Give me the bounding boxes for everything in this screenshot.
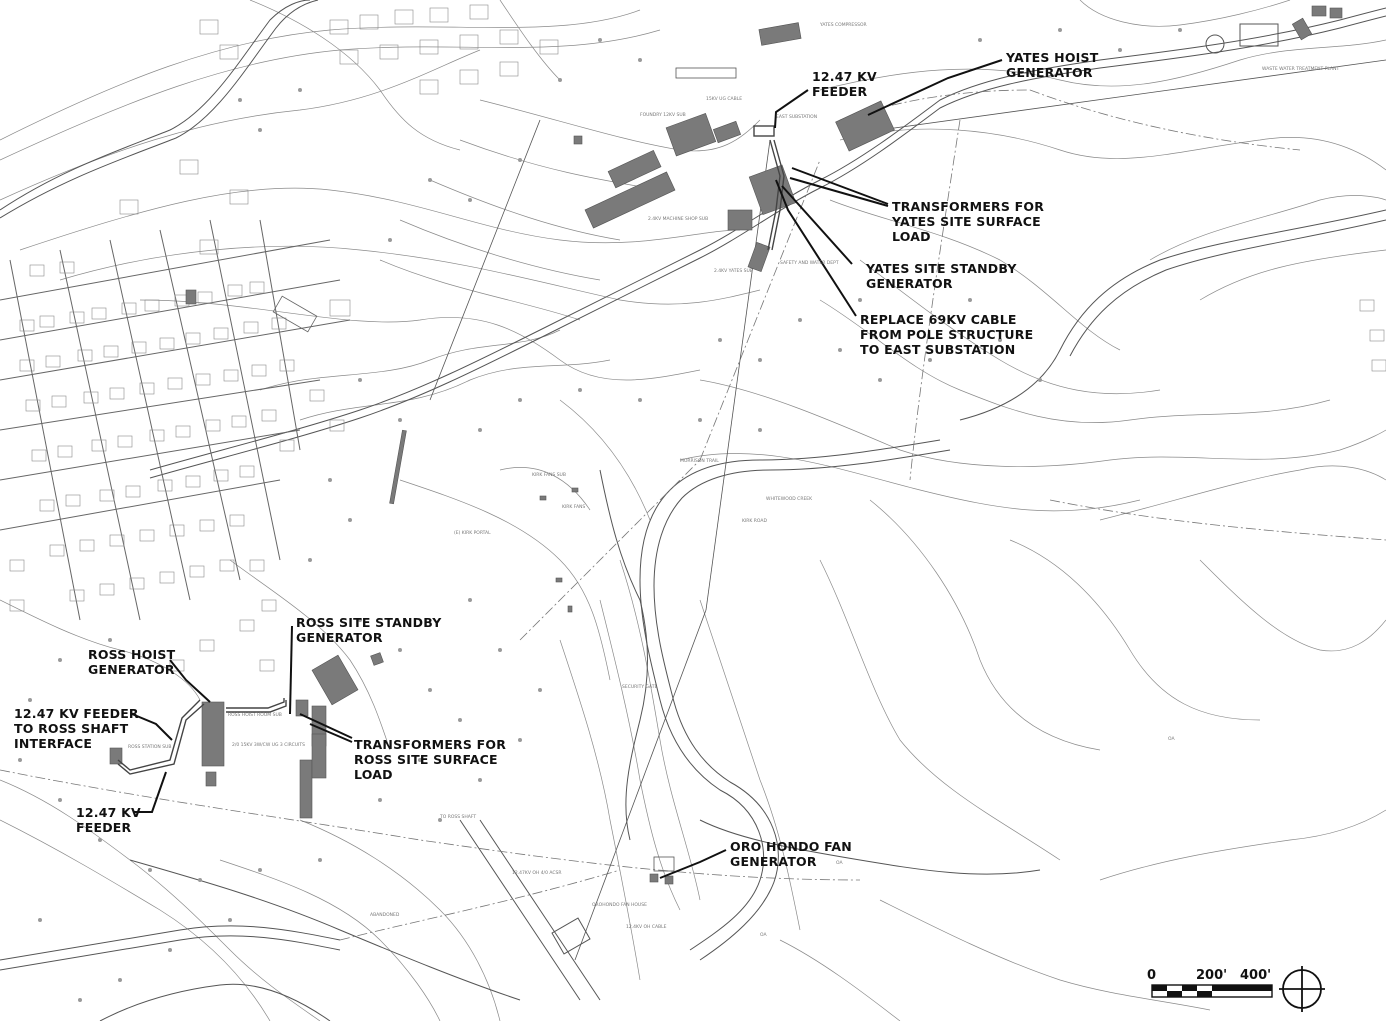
callout-ross-hoist-generator: ROSS HOIST GENERATOR [88, 647, 176, 677]
callout-line: FEEDER [812, 84, 868, 99]
callout-line: YATES SITE STANDBY [865, 261, 1017, 276]
callout-line: REPLACE 69KV CABLE [860, 312, 1017, 327]
north-arrow-icon [1279, 966, 1325, 1012]
scale-bar: 0 200' 400' [1147, 968, 1273, 998]
map-label: WHITEWOOD CREEK [766, 496, 813, 502]
map-label: (E) KIRK PORTAL [454, 530, 491, 536]
vegetation-dots [18, 28, 1182, 1002]
callout-line: YATES HOIST [1005, 50, 1099, 65]
callout-line: YATES SITE SURFACE [891, 214, 1041, 229]
map-label: WASTE WATER TREATMENT PLANT [1262, 66, 1339, 72]
small-map-labels: YATES COMPRESSOR WASTE WATER TREATMENT P… [128, 22, 1339, 938]
callout-ross-standby-generator: ROSS SITE STANDBY GENERATOR [296, 615, 442, 645]
callout-line: TO EAST SUBSTATION [860, 342, 1015, 357]
map-label: FOUNDRY 12KV SUB [640, 112, 686, 118]
map-label: 2.4KV YATES SUB [714, 268, 753, 274]
town-blocks [0, 4, 1386, 672]
scale-max: 400' [1240, 968, 1271, 983]
callout-feeder-to-ross-shaft: 12.47 KV FEEDER TO ROSS SHAFT INTERFACE [14, 706, 139, 751]
callout-line: TRANSFORMERS FOR [354, 737, 506, 752]
power-lines [429, 59, 1386, 961]
callout-line: GENERATOR [88, 662, 175, 677]
map-label: 12.4KV OH CABLE [626, 924, 667, 930]
map-label: OA [1168, 736, 1175, 742]
callout-transformers-ross: TRANSFORMERS FOR ROSS SITE SURFACE LOAD [354, 737, 506, 782]
callout-ross-1247kv-feeder: 12.47 KV FEEDER [76, 805, 141, 835]
map-label: 2/0 15KV 3W/CW UG 3 CIRCUITS [232, 742, 305, 748]
callout-line: TO ROSS SHAFT [14, 721, 129, 736]
feeder-routes [117, 125, 785, 775]
map-label: 2.4KV MACHINE SHOP SUB [648, 216, 708, 222]
callout-yates-standby-generator: YATES SITE STANDBY GENERATOR [865, 261, 1017, 291]
callout-line: INTERFACE [14, 736, 92, 751]
callout-line: GENERATOR [1006, 65, 1093, 80]
map-label: OROHONDO FAN HOUSE [592, 902, 647, 908]
map-label: TO ROSS SHAFT [439, 814, 476, 820]
scale-mid: 200' [1196, 968, 1227, 983]
scale-zero: 0 [1147, 968, 1156, 983]
map-label: ROSS STATION SUB [128, 744, 171, 750]
callout-line: 12.47 KV FEEDER [14, 706, 139, 721]
callout-line: GENERATOR [296, 630, 383, 645]
callout-yates-hoist-generator: YATES HOIST GENERATOR [1005, 50, 1099, 80]
map-label: MORRISON TRAIL [680, 458, 719, 464]
map-label: ROSS HOIST ROOM SUB [228, 712, 282, 718]
callout-line: ROSS SITE STANDBY [296, 615, 442, 630]
callout-oro-hondo-fan-generator: ORO HONDO FAN GENERATOR [730, 839, 852, 869]
callout-line: GENERATOR [866, 276, 953, 291]
buildings [109, 5, 1343, 955]
map-label: SAFETY AND WATER DEPT [780, 260, 839, 266]
callout-line: 12.47 KV [76, 805, 141, 820]
map-label: SECURITY GATE [622, 684, 657, 690]
map-label: ABANDONED [370, 912, 400, 918]
map-label: KIRK FANS SUB [532, 472, 566, 478]
callout-line: FEEDER [76, 820, 132, 835]
callout-yates-1247kv-feeder: 12.47 KV FEEDER [812, 69, 877, 99]
map-label: 15KV UG CABLE [706, 96, 742, 102]
callout-replace-69kv-cable: REPLACE 69KV CABLE FROM POLE STRUCTURE T… [860, 312, 1033, 357]
callout-line: LOAD [892, 229, 931, 244]
boundary-lines [0, 89, 1386, 941]
map-label: KIRK ROAD [742, 518, 767, 524]
map-label: YATES COMPRESSOR [819, 22, 867, 28]
callout-line: 12.47 KV [812, 69, 877, 84]
callout-line: ROSS HOIST [88, 647, 176, 662]
map-label: OA [760, 932, 767, 938]
callout-transformers-yates: TRANSFORMERS FOR YATES SITE SURFACE LOAD [891, 199, 1044, 244]
map-label: 12.47KV OH 4/0 ACSR [512, 870, 562, 876]
callout-line: LOAD [354, 767, 393, 782]
callout-line: TRANSFORMERS FOR [892, 199, 1044, 214]
callout-line: FROM POLE STRUCTURE [860, 327, 1033, 342]
map-label: KIRK FANS [562, 504, 585, 510]
callout-line: ROSS SITE SURFACE [354, 752, 498, 767]
callout-line: GENERATOR [730, 854, 817, 869]
callout-line: ORO HONDO FAN [730, 839, 852, 854]
map-label: EAST SUBSTATION [776, 114, 817, 120]
callout-leaders [131, 59, 1003, 879]
map-label: OA [836, 860, 843, 866]
